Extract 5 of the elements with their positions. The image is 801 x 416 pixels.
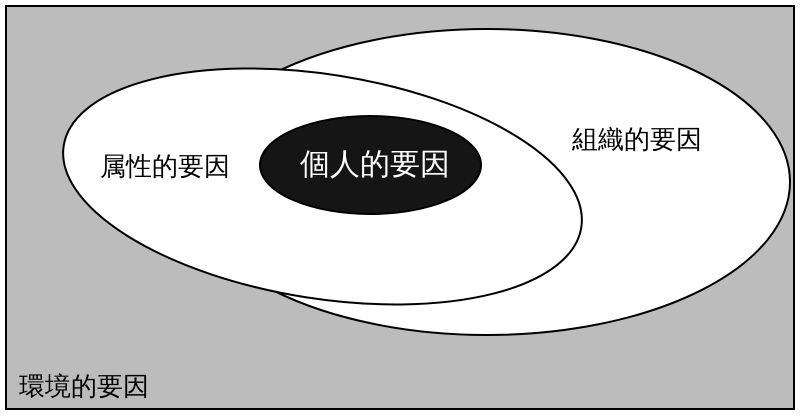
region-label: 個人的要因 <box>300 146 450 184</box>
background-panel <box>5 5 795 410</box>
region-label: 環境的要因 <box>19 371 149 404</box>
region-label: 組織的要因 <box>572 124 702 157</box>
region-label: 属性的要因 <box>100 151 230 184</box>
